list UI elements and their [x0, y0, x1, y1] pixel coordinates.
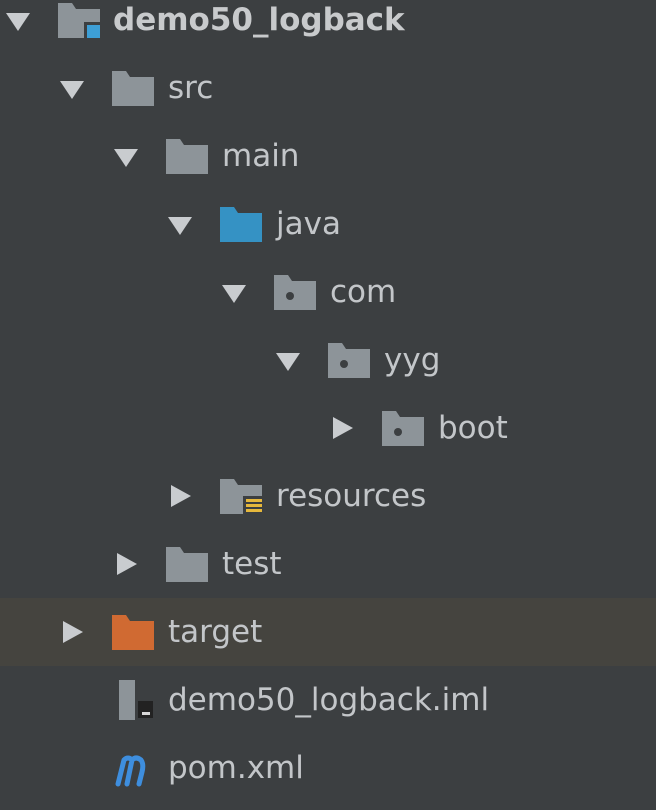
tree-node-target[interactable]: target	[0, 598, 656, 666]
chevron-down-icon[interactable]	[110, 140, 142, 172]
resources-root-folder-icon	[220, 479, 264, 516]
tree-node-label: java	[276, 206, 341, 242]
chevron-right-icon[interactable]	[110, 548, 142, 580]
tree-node-label: demo50_logback.iml	[168, 682, 490, 718]
chevron-down-icon[interactable]	[164, 208, 196, 240]
tree-node-test[interactable]: test	[0, 530, 656, 598]
folder-icon	[166, 547, 208, 582]
chevron-down-icon[interactable]	[56, 72, 88, 104]
folder-icon	[112, 71, 154, 106]
chevron-down-icon[interactable]	[272, 344, 304, 376]
tree-node-label: demo50_logback	[113, 2, 405, 38]
tree-node-main[interactable]: main	[0, 122, 656, 190]
chevron-right-icon[interactable]	[164, 480, 196, 512]
tree-node-label: test	[222, 546, 282, 582]
tree-node-iml-file[interactable]: demo50_logback.iml	[0, 666, 656, 734]
tree-node-src[interactable]: src	[0, 54, 656, 122]
tree-node-label: target	[168, 614, 263, 650]
tree-node-boot[interactable]: boot	[0, 394, 656, 462]
tree-node-project[interactable]: demo50_logback	[0, 0, 656, 54]
chevron-down-icon[interactable]	[2, 4, 34, 36]
folder-icon	[166, 139, 208, 174]
tree-node-java[interactable]: java	[0, 190, 656, 258]
tree-node-label: boot	[438, 410, 508, 446]
tree-node-yyg[interactable]: yyg	[0, 326, 656, 394]
package-icon	[328, 343, 370, 378]
source-root-folder-icon	[220, 207, 262, 242]
iml-file-icon	[119, 680, 154, 720]
excluded-folder-icon	[112, 615, 154, 650]
chevron-down-icon[interactable]	[218, 276, 250, 308]
tree-node-label: main	[222, 138, 300, 174]
package-icon	[382, 411, 424, 446]
chevron-right-icon[interactable]	[326, 412, 358, 444]
tree-node-label: pom.xml	[168, 750, 304, 786]
tree-node-resources[interactable]: resources	[0, 462, 656, 530]
maven-pom-icon	[115, 755, 146, 787]
chevron-right-icon[interactable]	[56, 616, 88, 648]
tree-node-label: resources	[276, 478, 427, 514]
tree-node-pom[interactable]: pom.xml	[0, 734, 656, 802]
project-module-icon	[58, 3, 102, 40]
tree-node-com[interactable]: com	[0, 258, 656, 326]
tree-node-label: yyg	[384, 342, 441, 378]
package-icon	[274, 275, 316, 310]
tree-node-label: com	[330, 274, 397, 310]
tree-node-label: src	[168, 70, 214, 106]
